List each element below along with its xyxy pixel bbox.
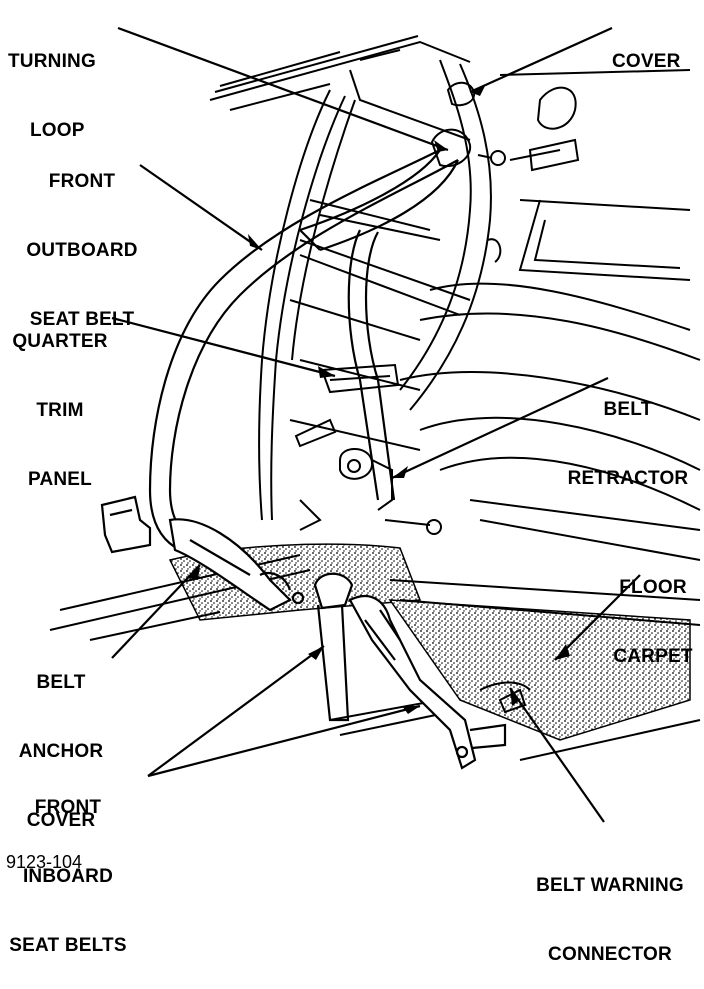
- belt-anchor-cover-label: BELT ANCHOR COVER: [18, 672, 104, 831]
- belt-retractor-label: BELT RETRACTOR: [567, 399, 689, 489]
- leader-arrowheads: [188, 84, 570, 714]
- turning-loop: [430, 81, 506, 168]
- belt-retractor-unit: [294, 418, 442, 535]
- quarter-trim-leader: [111, 316, 336, 378]
- quarter-trim-panel-label: QUARTER TRIM PANEL: [12, 331, 108, 490]
- belt-anchor: [100, 495, 305, 612]
- inboard-leader-1: [147, 704, 421, 778]
- rear-quarter-body: [399, 69, 701, 561]
- inboard-leader-2: [147, 645, 325, 777]
- belt-anchor-cover-leader: [111, 564, 201, 659]
- figure-id: 9123-104: [6, 852, 83, 872]
- turning-loop-leader: [117, 26, 449, 152]
- seat-belt-diagram: [49, 26, 701, 823]
- front-outboard-seat-belt-label: FRONT OUTBOARD SEAT BELT: [26, 171, 138, 330]
- front-outboard-leader: [139, 164, 263, 251]
- turning-loop-label: TURNING LOOP: [8, 51, 96, 141]
- cover-label: COVER: [612, 51, 681, 72]
- floor-carpet-leader: [554, 574, 641, 661]
- roof-structure: [209, 35, 471, 141]
- floor-carpet-label: FLOOR CARPET: [613, 577, 693, 667]
- quarter-pillar: [258, 59, 492, 521]
- cover-leader: [469, 26, 613, 94]
- front-outboard-seat-belt-webbing: [148, 149, 460, 551]
- warning-connector-leader: [509, 687, 605, 823]
- leader-lines: [111, 26, 641, 823]
- quarter-trim-panel-bracket: [320, 363, 400, 394]
- belt-retractor-leader: [391, 377, 609, 479]
- front-inboard-seat-belts: [313, 572, 507, 770]
- belt-to-retractor: [347, 229, 396, 501]
- belt-warning-connector-label: BELT WARNING CONNECTOR: [536, 875, 684, 965]
